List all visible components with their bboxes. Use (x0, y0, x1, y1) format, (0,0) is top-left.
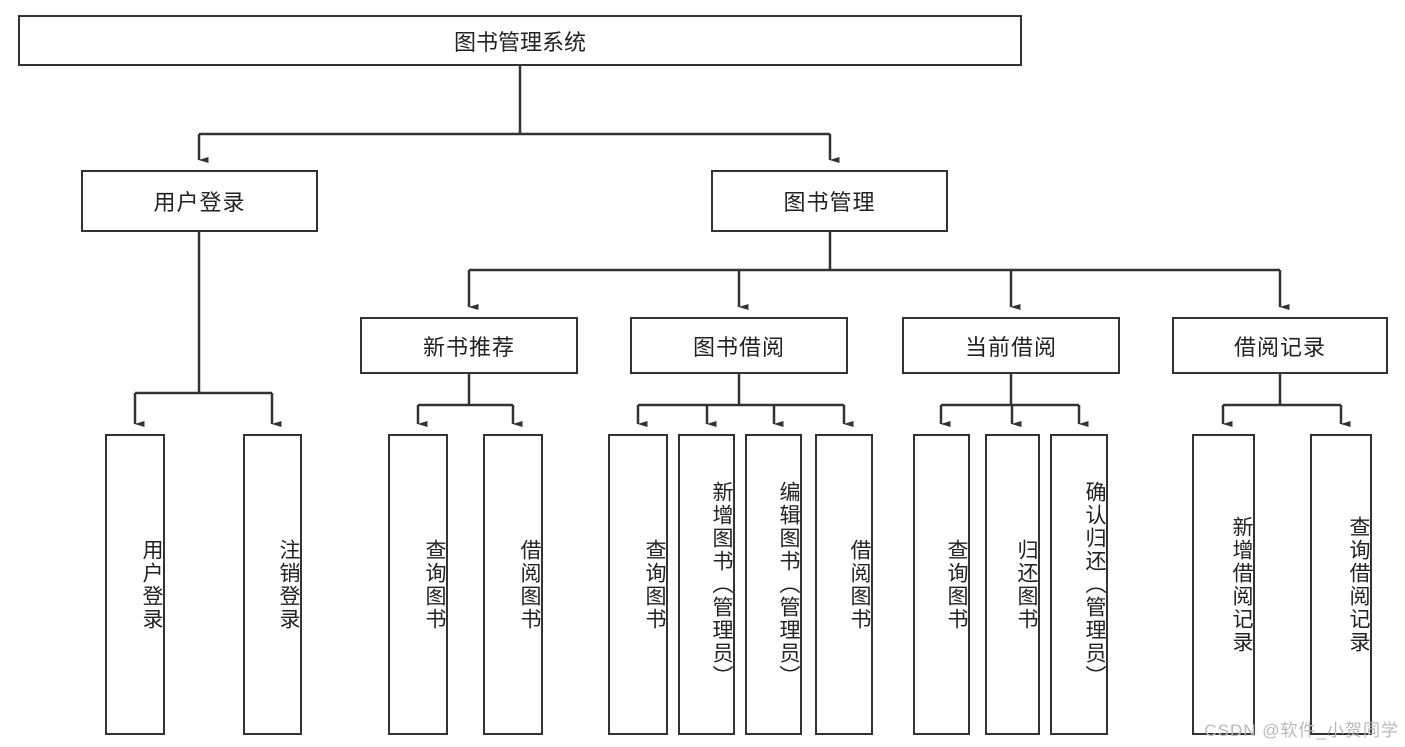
node-label: 图书管理系统 (453, 29, 586, 55)
node-book-management[interactable]: 图书管理 (711, 170, 948, 232)
node-label: 编辑图书（管理员） (777, 481, 800, 688)
leaf-edit-book-admin[interactable]: 编辑图书（管理员） (745, 434, 802, 735)
node-current-borrowing[interactable]: 当前借阅 (902, 317, 1120, 374)
leaf-confirm-return-admin[interactable]: 确认归还（管理员） (1050, 434, 1108, 735)
node-label: 借阅记录 (1233, 334, 1326, 360)
leaf-borrow-book-borrowing[interactable]: 借阅图书 (815, 434, 873, 735)
node-borrowing-record[interactable]: 借阅记录 (1172, 317, 1388, 374)
node-label: 当前借阅 (964, 334, 1057, 360)
node-book-borrowing[interactable]: 图书借阅 (630, 317, 848, 374)
node-label: 图书借阅 (692, 334, 785, 360)
node-new-book-recommendation[interactable]: 新书推荐 (360, 317, 578, 374)
node-label: 新增图书（管理员） (710, 481, 733, 688)
node-label: 查询借阅记录 (1347, 515, 1370, 654)
node-label: 用户登录 (153, 190, 246, 215)
leaf-borrow-book-recommend[interactable]: 借阅图书 (483, 434, 543, 735)
leaf-return-book[interactable]: 归还图书 (985, 434, 1040, 735)
leaf-query-borrowing-record[interactable]: 查询借阅记录 (1310, 434, 1372, 735)
leaf-add-book-admin[interactable]: 新增图书（管理员） (678, 434, 735, 735)
node-root-book-management-system[interactable]: 图书管理系统 (18, 15, 1022, 66)
node-user-login[interactable]: 用户登录 (81, 170, 318, 232)
node-label: 用户登录 (140, 538, 163, 631)
leaf-query-book-borrowing[interactable]: 查询图书 (608, 434, 668, 735)
node-label: 确认归还（管理员） (1083, 481, 1106, 688)
leaf-add-borrowing-record[interactable]: 新增借阅记录 (1192, 434, 1255, 735)
watermark: CSDN @软件_小贺同学 (1204, 721, 1399, 740)
node-label: 新增借阅记录 (1230, 515, 1253, 654)
node-label: 归还图书 (1015, 538, 1038, 631)
node-label: 新书推荐 (422, 334, 515, 360)
node-label: 图书管理 (783, 190, 876, 215)
node-label: 借阅图书 (518, 538, 541, 631)
node-label: 查询图书 (945, 538, 968, 631)
node-label: 查询图书 (643, 538, 666, 631)
node-label: 借阅图书 (848, 538, 871, 631)
leaf-query-book-current[interactable]: 查询图书 (913, 434, 970, 735)
node-label: 注销登录 (277, 538, 300, 631)
leaf-query-book-recommend[interactable]: 查询图书 (388, 434, 448, 735)
node-label: 查询图书 (423, 538, 446, 631)
leaf-logout[interactable]: 注销登录 (243, 434, 302, 735)
leaf-user-login[interactable]: 用户登录 (105, 434, 165, 735)
